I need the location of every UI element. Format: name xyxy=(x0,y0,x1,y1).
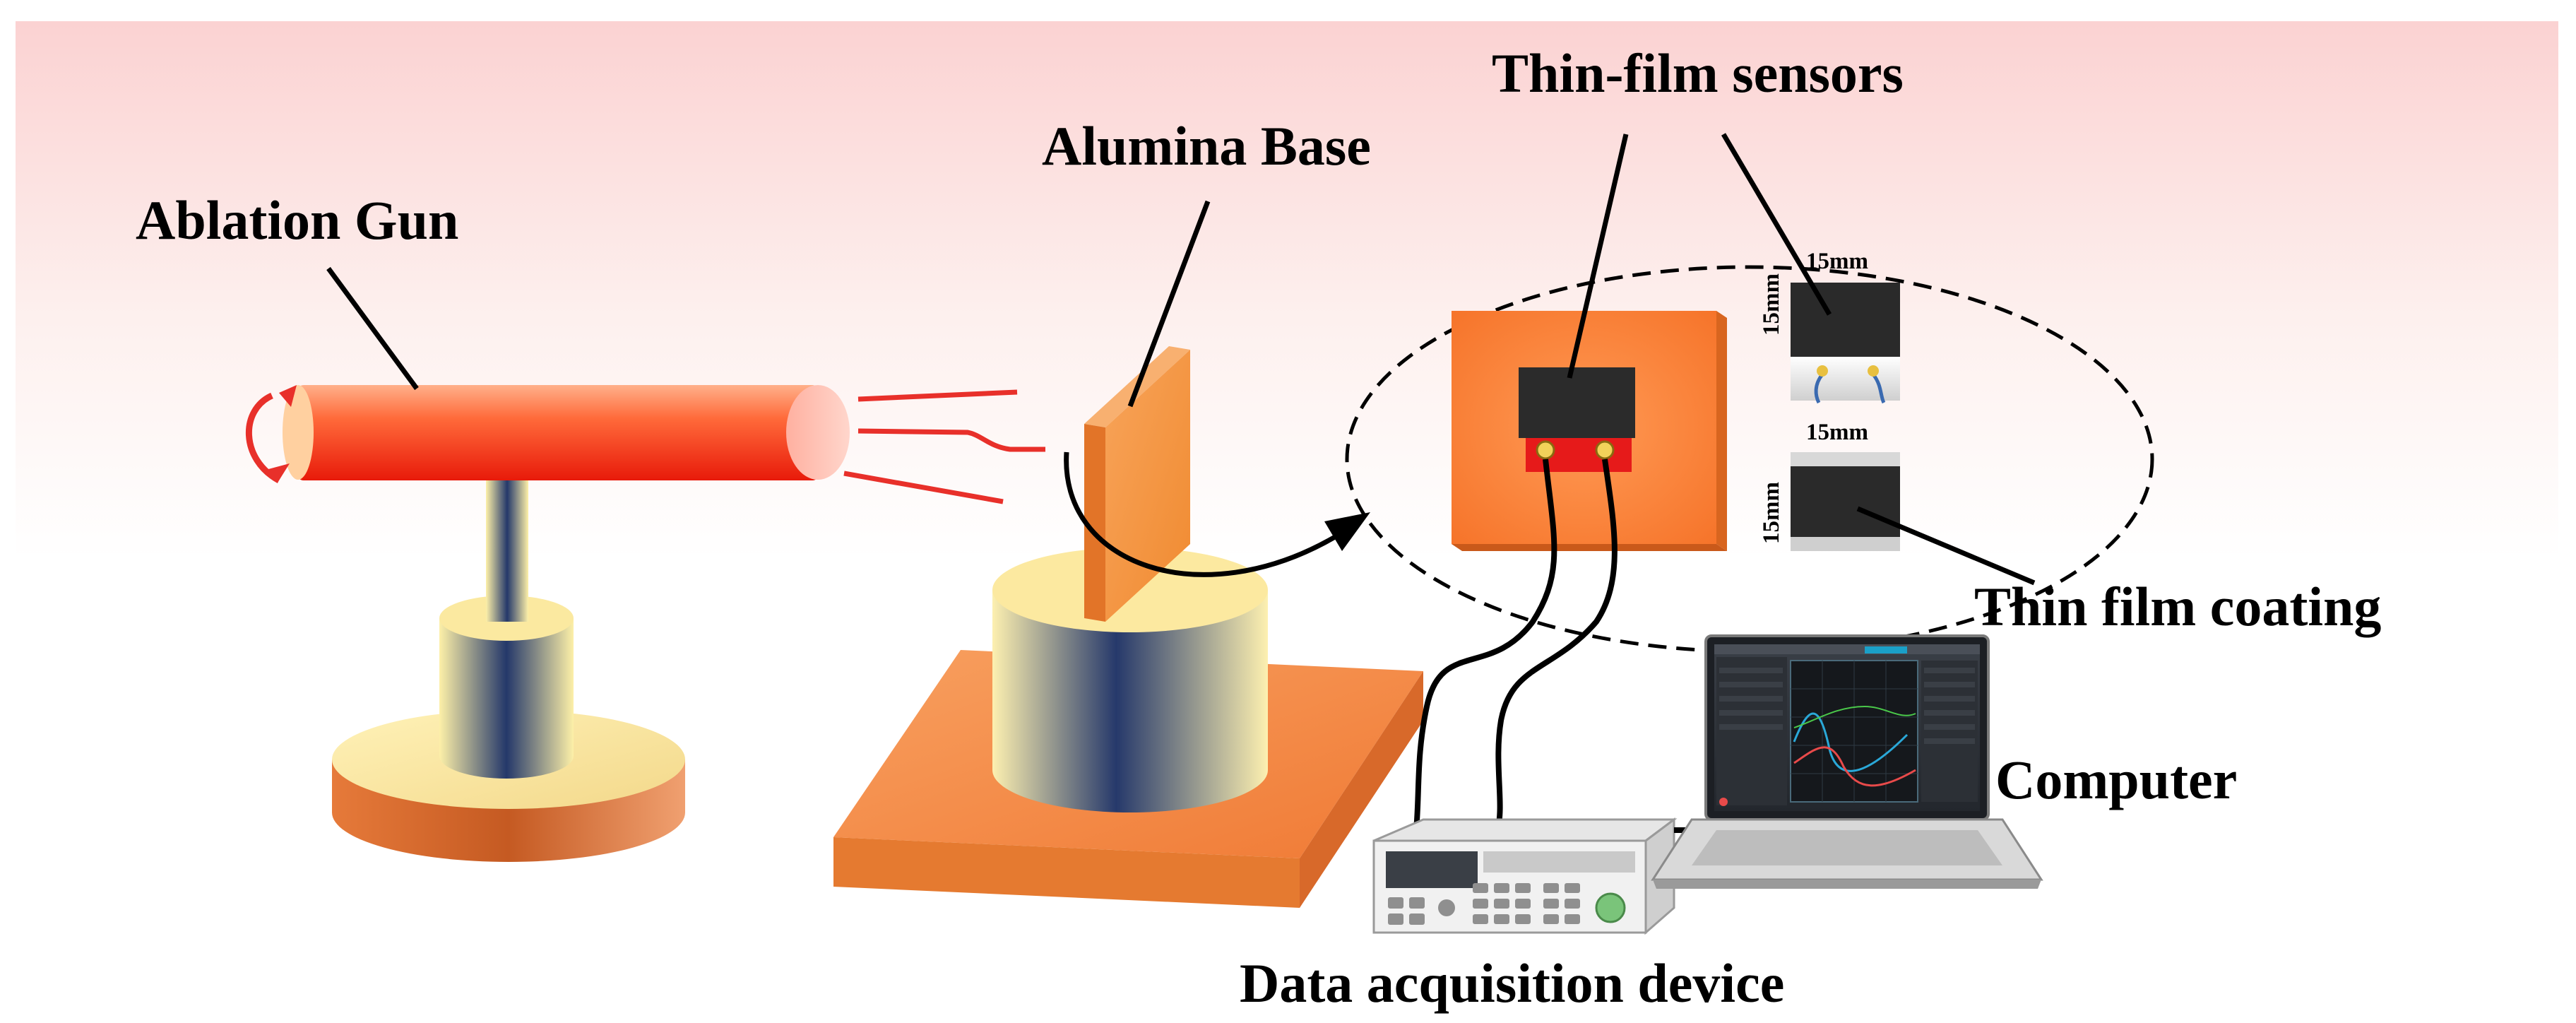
label-data-acquisition-device: Data acquisition device xyxy=(1240,952,1784,1014)
sensor-sample-top xyxy=(1791,283,1900,404)
label-computer: Computer xyxy=(1995,749,2237,810)
gun-base-disk xyxy=(332,710,685,862)
dim-top-width: 15mm xyxy=(1806,249,1868,274)
label-thin-film-coating: Thin film coating xyxy=(1974,576,2381,637)
dim-top-height: 15mm xyxy=(1759,273,1784,336)
leader-sensor-left xyxy=(1567,134,1629,379)
dim-bottom-height: 15mm xyxy=(1759,482,1784,544)
gun-post xyxy=(486,480,528,622)
rotation-arrow-icon xyxy=(246,385,297,483)
data-acquisition-device xyxy=(1372,817,1678,935)
label-thin-film-sensors: Thin-film sensors xyxy=(1492,42,1904,104)
computer-laptop xyxy=(1651,634,2043,889)
ablation-gun-assembly xyxy=(246,385,1045,862)
signal-wires xyxy=(1413,459,1618,832)
gun-mid-cylinder xyxy=(439,596,574,779)
leader-sensor-right xyxy=(1721,133,1832,316)
ablation-gun-barrel xyxy=(283,385,850,480)
thin-film-sensor xyxy=(1519,367,1635,472)
sensor-sample-bottom xyxy=(1791,452,1900,551)
dim-bottom-width: 15mm xyxy=(1806,420,1868,445)
leader-thin-film-coating xyxy=(1856,506,2036,586)
leader-alumina-base xyxy=(1127,200,1211,408)
leader-ablation-gun xyxy=(326,266,419,391)
zoom-arrow xyxy=(1064,451,1336,577)
sensor-substrate xyxy=(1452,311,1727,551)
alumina-base-assembly xyxy=(833,346,1423,908)
zoom-arrow-head-icon xyxy=(1324,512,1370,551)
label-ablation-gun: Ablation Gun xyxy=(136,189,458,251)
label-alumina-base: Alumina Base xyxy=(1042,115,1371,177)
ablation-spray-lines xyxy=(843,389,1045,504)
